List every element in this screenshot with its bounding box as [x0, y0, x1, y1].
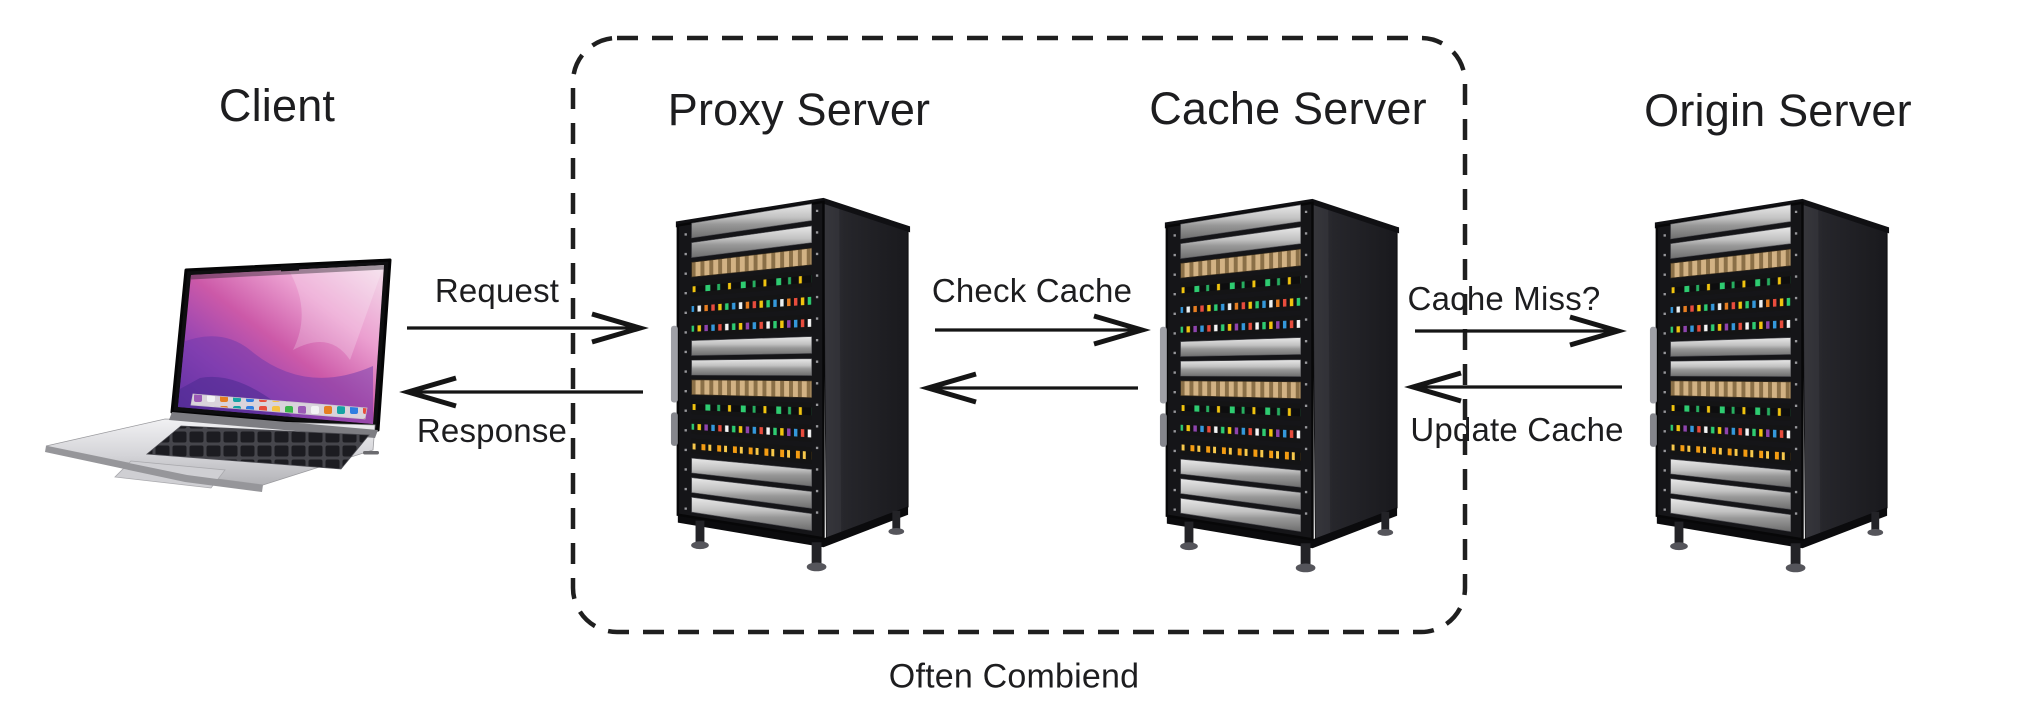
request-arrow-label: Request	[434, 272, 560, 309]
request-arrow	[407, 311, 649, 345]
check-cache-arrow	[935, 313, 1151, 347]
check-cache-arrow-label: Check Cache	[931, 272, 1133, 309]
response-arrow	[399, 375, 643, 409]
cache-return-arrow	[919, 371, 1138, 405]
update-cache-arrow	[1404, 370, 1622, 404]
origin-server-rack-icon	[1648, 197, 1891, 574]
often-combined-label: Often Combiend	[888, 657, 1140, 696]
group-dashed-box	[570, 35, 1468, 635]
update-cache-arrow-label: Update Cache	[1410, 411, 1624, 448]
cache-server-label: Cache Server	[1149, 83, 1427, 134]
cache-server-rack-icon	[1158, 197, 1401, 574]
proxy-server-label: Proxy Server	[667, 84, 931, 135]
origin-server-label: Origin Server	[1644, 85, 1912, 136]
proxy-server-rack-icon	[669, 196, 912, 573]
cache-miss-arrow-label: Cache Miss?	[1407, 280, 1601, 317]
laptop-icon	[45, 256, 397, 492]
cache-miss-arrow	[1415, 314, 1627, 348]
client-label: Client	[218, 80, 336, 131]
response-arrow-label: Response	[416, 412, 568, 449]
